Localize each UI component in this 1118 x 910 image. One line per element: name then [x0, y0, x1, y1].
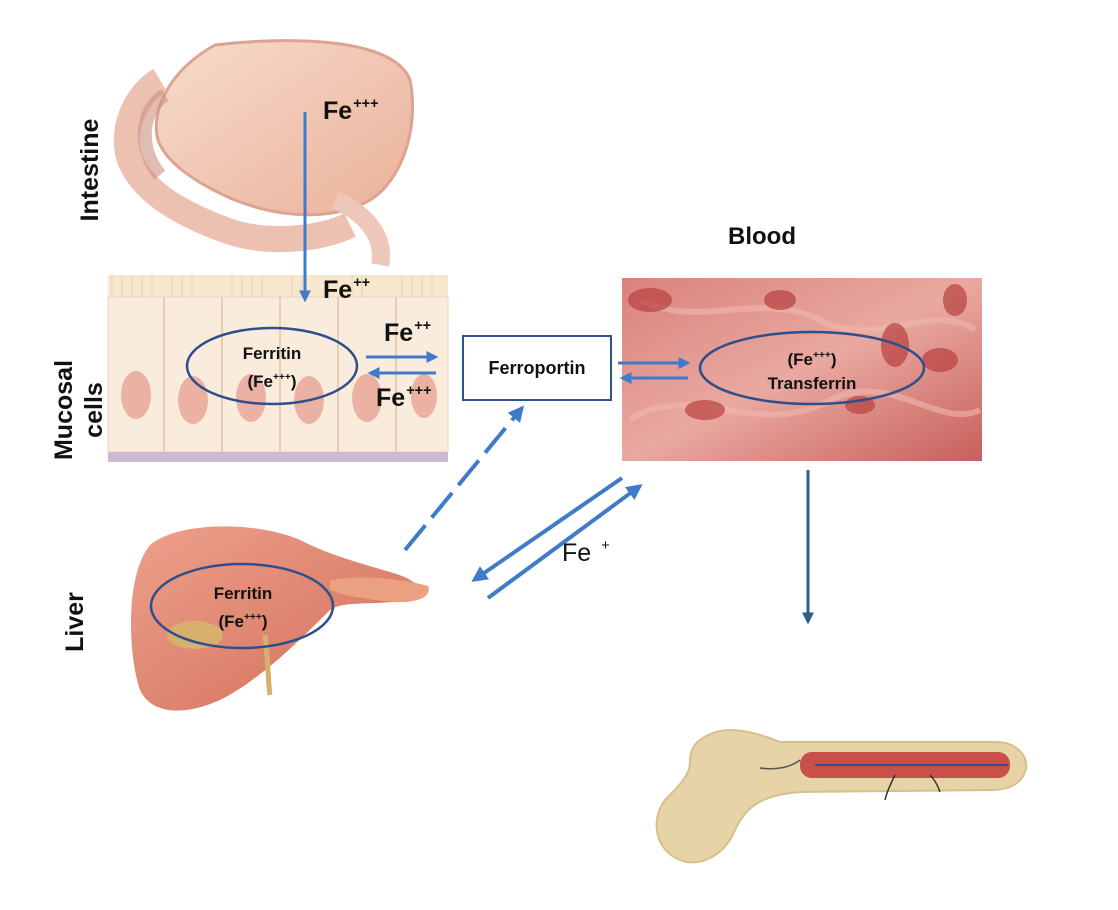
blood-transferrin-text: (Fe+++) Transferrin: [767, 350, 857, 394]
liver-ferritin-ellipse: [149, 562, 335, 650]
blood-transferrin-ellipse: [698, 330, 926, 406]
stomach-illustration: [113, 39, 415, 267]
liver-ferritin-text: Ferritin (Fe+++): [213, 584, 273, 632]
mucosal-cells-label: Mucosal cells: [49, 335, 109, 485]
mucosal-ferritin-text: Ferritin (Fe+++): [242, 344, 302, 392]
mucosal-ferritin-ellipse: [185, 326, 359, 406]
liver-label: Liver: [61, 592, 89, 652]
mucosal-label-line1: Mucosal: [50, 359, 78, 461]
exchange-bottom-fe-label: Fe+++: [376, 383, 432, 412]
blood-to-liver-arrow: [471, 476, 624, 582]
intestine-fe-label: Fe+++: [323, 96, 379, 125]
blood-vessel-illustration: [622, 278, 982, 461]
mucosal-label-line2: cells: [80, 382, 108, 438]
exchange-top-fe-label: Fe++: [384, 318, 432, 347]
blood-label: Blood: [728, 223, 796, 250]
liver-to-blood-arrow: [486, 484, 643, 600]
liver-to-ferroportin-arrow: [403, 405, 525, 552]
intestine-label: Intestine: [76, 118, 104, 222]
liver-illustration: [130, 526, 429, 711]
bone-illustration: [655, 729, 1028, 864]
mucosa-fe-label: Fe++: [323, 275, 371, 304]
ferroportin-box: Ferroportin: [462, 335, 612, 401]
liver-exchange-fe-label: Fe+: [562, 538, 610, 567]
